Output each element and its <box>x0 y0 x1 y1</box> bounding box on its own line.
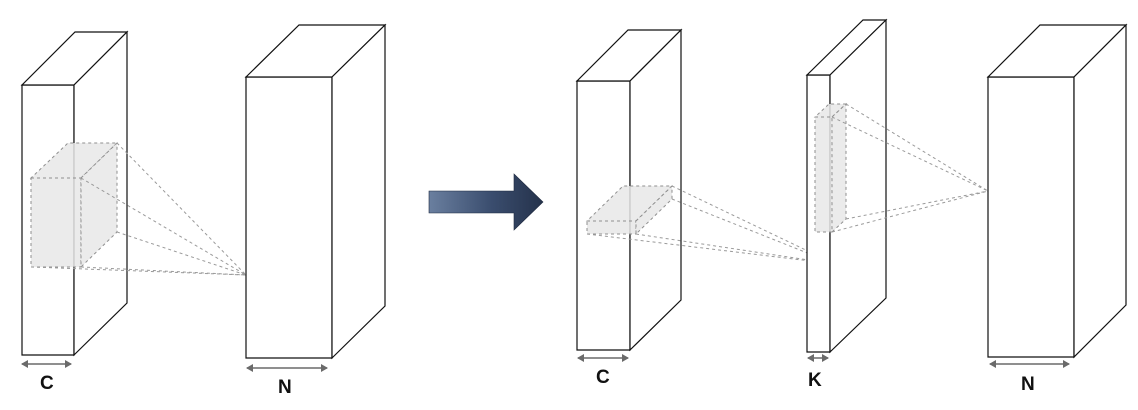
right-intermediate-receptive-field <box>813 102 848 234</box>
right-intermediate-channels-label: K <box>808 370 822 391</box>
right-arrow-icon <box>428 173 544 231</box>
right-input-dimension: C <box>577 354 629 388</box>
right-output-block <box>986 23 1128 359</box>
left-projection-lines <box>30 142 247 276</box>
left-output-channels-label: N <box>278 377 292 398</box>
right-input-channels-label: C <box>596 367 610 388</box>
right-output-channels-label: N <box>1021 374 1035 395</box>
left-input-channels-label: C <box>40 373 54 394</box>
right-intermediate-dimension: K <box>807 354 829 391</box>
left-output-block <box>244 23 387 360</box>
right-output-dimension: N <box>989 360 1070 395</box>
right-input-receptive-field <box>585 184 674 236</box>
right-second-projection-lines <box>831 103 989 233</box>
left-input-dimension: C <box>21 360 72 394</box>
left-output-dimension: N <box>246 364 328 398</box>
